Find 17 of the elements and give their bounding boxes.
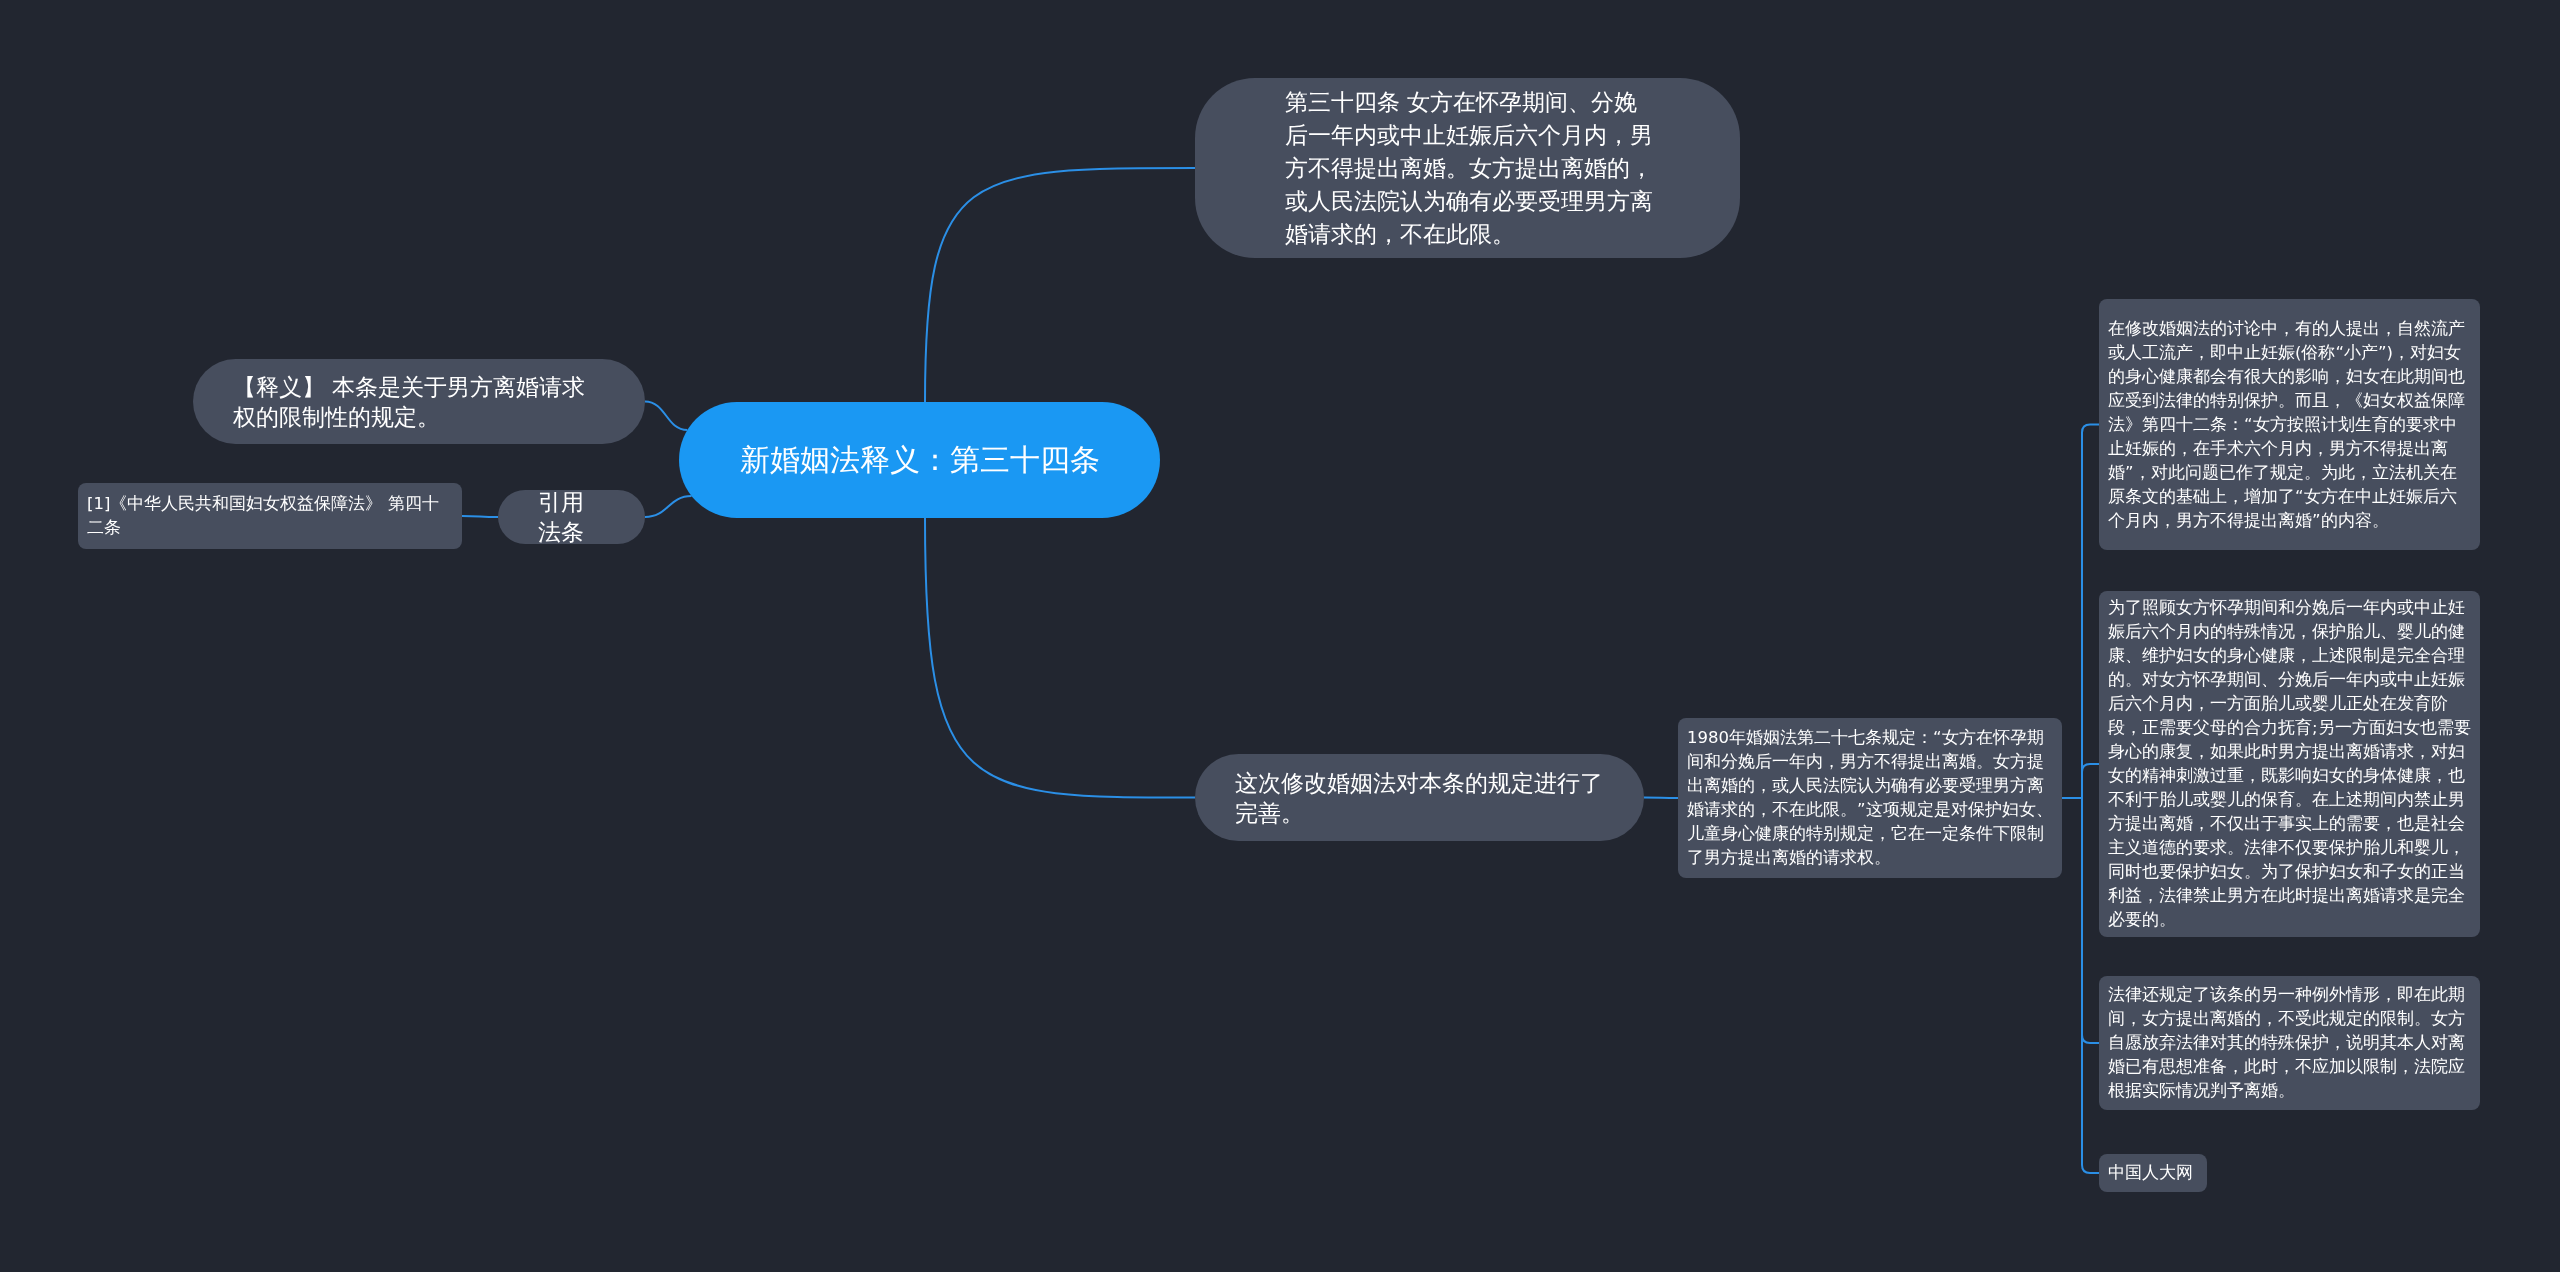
note-card: [1]《中华人民共和国妇女权益保障法》 第四十二条: [78, 483, 462, 549]
topic-bubble: 第三十四条 女方在怀孕期间、分娩后一年内或中止妊娠后六个月内，男方不得提出离婚。女方提出离婚的，或人民法院认为确有必要受理男方离婚请求的，不在此限。: [1195, 78, 1740, 258]
connector-line: [924, 517, 1196, 799]
connector-line: [461, 515, 499, 518]
topic-bubble: 【释义】 本条是关于男方离婚请求权的限制性的规定。: [193, 359, 645, 444]
connector-line: [644, 400, 689, 431]
note-card: 中国人大网: [2099, 1154, 2207, 1192]
note-card: 在修改婚姻法的讨论中，有的人提出，自然流产或人工流产，即中止妊娠(俗称“小产”)，对妇女的身心健康都会有很大的影响，妇女在此期间也应受到法律的特别保护。而且，《妇女权益保障法》第四十二条：“女方按照计划生育的要求中止妊娠的，在手术六个月内，男方不得提出离婚”，对此问题已作了规定。为此，立法机关在原条文的基础上，增加了“女方在中止妊娠后六个月内，男方不得提出离婚”的内容。: [2099, 299, 2480, 550]
central-topic: 新婚姻法释义：第三十四条: [679, 402, 1160, 518]
topic-bubble: 这次修改婚姻法对本条的规定进行了完善。: [1195, 754, 1644, 841]
connector-line: [1643, 796, 1679, 799]
connector-line: [924, 167, 1196, 403]
note-card: 为了照顾女方怀孕期间和分娩后一年内或中止妊娠后六个月内的特殊情况，保护胎儿、婴儿的健康、维护妇女的身心健康，上述限制是完全合理的。对女方怀孕期间、分娩后一年内或中止妊娠后六个月内，一方面胎儿或婴儿正处在发育阶段，正需要父母的合力抚育;另一方面妇女也需要身心的康复，如果此时男方提出离婚请求，对妇女的精神刺激过重，既影响妇女的身体健康，也不利于胎儿或婴儿的保育。在上述期间内禁止男方提出离婚，不仅出于事实上的需要，也是社会主义道德的要求。法律不仅要保护胎儿和婴儿，同时也要保护妇女。为了保护妇女和子女的正当利益，法律禁止男方在此时提出离婚请求是完全必要的。: [2099, 591, 2480, 937]
connector-line: [644, 495, 693, 518]
note-card: 法律还规定了该条的另一种例外情形，即在此期间，女方提出离婚的，不受此规定的限制。女方自愿放弃法律对其的特殊保护，说明其本人对离婚已有思想准备，此时，不应加以限制，法院应根据实际情况判予离婚。: [2099, 976, 2480, 1110]
topic-bubble: 引用法条: [498, 490, 645, 544]
note-card: 1980年婚姻法第二十七条规定：“女方在怀孕期间和分娩后一年内，男方不得提出离婚。女方提出离婚的，或人民法院认为确有必要受理男方离婚请求的，不在此限。”这项规定是对保护妇女、儿童身心健康的特别规定，它在一定条件下限制了男方提出离婚的请求权。: [1678, 718, 2062, 878]
